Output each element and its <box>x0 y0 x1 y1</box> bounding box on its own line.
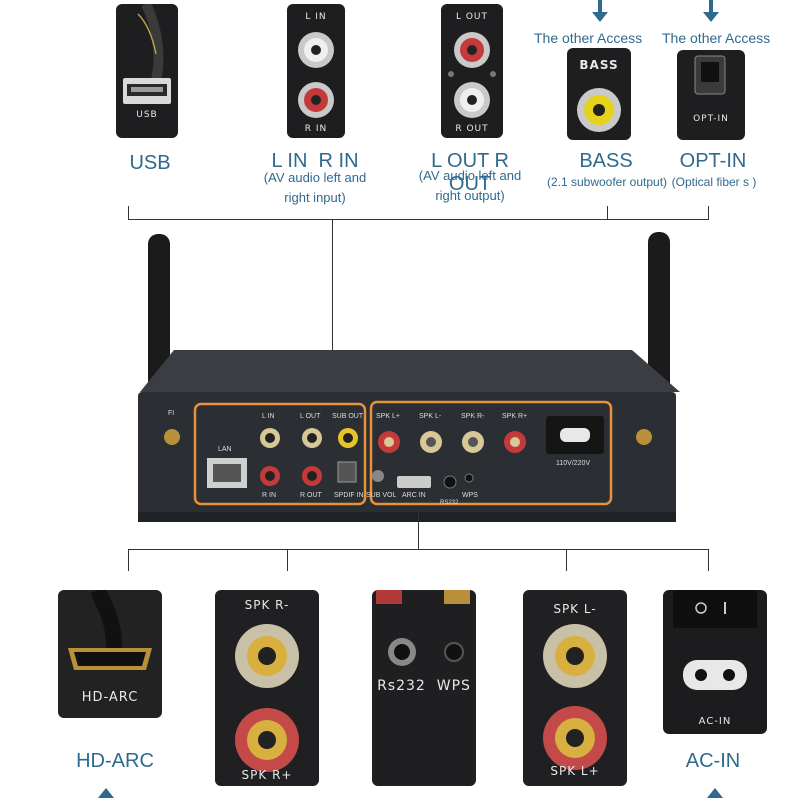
device-label-lin: L IN <box>262 413 275 420</box>
opt-in-tile-label: OPT-IN <box>693 114 729 124</box>
device-label-subout: SUB OUT <box>332 413 364 420</box>
hd-arc-tile-label: HD-ARC <box>81 690 139 705</box>
bottom-bracket-tick <box>708 549 709 571</box>
bass-access-note: The other Access <box>534 30 643 46</box>
r-out-tile-label: R OUT <box>455 124 489 134</box>
arrow-down-icon <box>703 0 719 22</box>
bottom-bracket-tick <box>566 549 567 571</box>
r-in-tile-label: R IN <box>304 124 328 134</box>
speaker-terminal-icon <box>235 624 299 772</box>
top-bracket-tick <box>607 206 608 220</box>
opt-access-note: The other Access <box>662 30 771 46</box>
device-label-rin: R IN <box>262 492 276 499</box>
lr-in-port-tile: L IN R IN <box>287 4 345 138</box>
bass-subcaption: (2.1 subwoofer output) <box>546 175 668 189</box>
spk-l-port-tile: SPK L- SPK L+ <box>523 590 627 786</box>
rca-jack-white-icon <box>298 32 334 118</box>
rca-jack-pair-icon <box>448 32 496 118</box>
top-bracket-line <box>128 219 709 220</box>
top-bracket-tick <box>708 206 709 220</box>
rca-jack-yellow-icon <box>577 88 621 132</box>
amplifier-device: FI LAN L IN R IN L OUT R OUT SUB OUT SPD… <box>132 232 680 532</box>
device-label-rs232: RS232 <box>440 500 459 506</box>
spk-r-plus-tile-label: SPK R+ <box>241 768 293 782</box>
optical-port-icon <box>694 55 726 95</box>
bass-caption: BASS <box>579 150 633 172</box>
l-in-tile-label: L IN <box>305 12 327 22</box>
bottom-bracket-tick <box>128 549 129 571</box>
arrow-up-icon <box>98 788 114 798</box>
device-label-arcin: ARC IN <box>402 492 426 499</box>
opt-in-caption: OPT-IN <box>679 150 747 172</box>
usb-icon <box>123 4 171 104</box>
lr-in-caption: L IN R IN <box>271 150 359 172</box>
arrow-up-icon <box>707 788 723 798</box>
rs232-wps-tile-label: Rs232 WPS <box>377 678 471 694</box>
device-label-subvol: SUB VOL <box>366 492 397 499</box>
speaker-terminal-icon <box>543 624 607 770</box>
device-label-spkl-plus: SPK L+ <box>376 413 400 420</box>
usb-tile-label: USB <box>136 110 158 120</box>
ac-in-port-tile: AC-IN <box>663 590 767 734</box>
bottom-bracket-tick <box>287 549 288 571</box>
ac-in-caption: AC-IN <box>685 750 741 772</box>
opt-in-subcaption: (Optical fiber s ) <box>671 175 757 189</box>
l-out-tile-label: L OUT <box>455 12 489 22</box>
power-socket-icon <box>673 590 757 690</box>
device-label-spkr-plus: SPK R+ <box>502 413 528 420</box>
ac-in-tile-label: AC-IN <box>698 716 732 727</box>
bottom-bracket-stem <box>418 505 419 550</box>
lr-in-subcaption: (AV audio left and right input) <box>263 170 367 205</box>
rs232-wps-port-tile: Rs232 WPS <box>372 590 476 786</box>
device-label-voltage: 110V/220V <box>556 460 591 467</box>
arrow-down-icon <box>592 0 608 22</box>
hd-arc-caption: HD-ARC <box>76 750 154 772</box>
device-label-rout: R OUT <box>300 492 322 499</box>
bass-port-tile: BASS <box>567 48 631 140</box>
device-label-spdif: SPDIF IN <box>334 492 364 499</box>
top-bracket-stem <box>332 219 333 405</box>
device-label-lout: L OUT <box>300 413 321 420</box>
spk-r-minus-tile-label: SPK R- <box>244 598 290 612</box>
usb-caption: USB <box>129 152 171 174</box>
spk-l-plus-tile-label: SPK L+ <box>550 764 600 778</box>
top-bracket-tick <box>128 206 129 220</box>
device-label-fi: FI <box>168 410 175 417</box>
lr-out-subcaption: (AV audio left and right output) <box>418 168 522 203</box>
device-label-spkr-minus: SPK R- <box>461 413 485 420</box>
spk-l-minus-tile-label: SPK L- <box>553 602 597 616</box>
bottom-bracket-line <box>128 549 709 550</box>
device-label-lan: LAN <box>218 446 232 453</box>
usb-port-tile: USB <box>116 4 178 138</box>
opt-in-port-tile: OPT-IN <box>677 50 745 140</box>
device-label-spkl-minus: SPK L- <box>419 413 442 420</box>
hd-arc-port-tile: HD-ARC <box>58 590 162 718</box>
lr-out-port-tile: L OUT R OUT <box>441 4 503 138</box>
lr-out-caption: L OUT R OUT <box>431 150 509 195</box>
rs232-jack-icon <box>376 590 470 666</box>
bass-tile-label: BASS <box>579 58 619 72</box>
device-label-wps: WPS <box>462 492 478 499</box>
hdmi-port-icon <box>68 590 152 670</box>
spk-r-port-tile: SPK R- SPK R+ <box>215 590 319 786</box>
